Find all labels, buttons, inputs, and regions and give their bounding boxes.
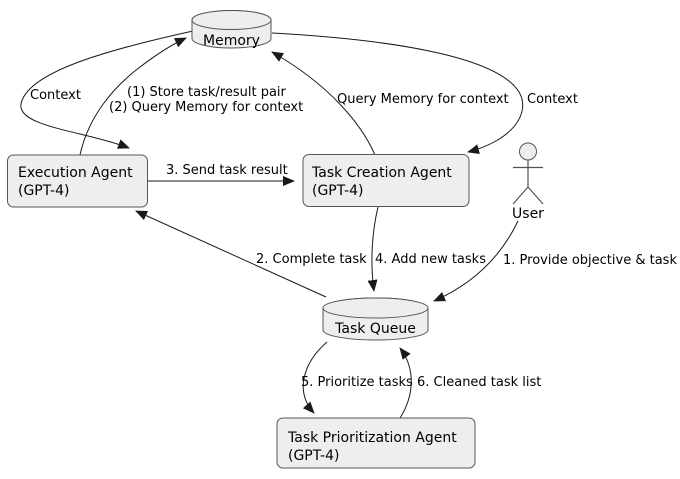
edge-label-complete-task: 2. Complete task <box>256 252 367 267</box>
edge-label-query-memory-line2: (2) Query Memory for context <box>109 100 303 115</box>
execution-agent-title: Execution Agent <box>18 165 133 181</box>
node-task-prioritization-agent: Task Prioritization Agent (GPT-4) <box>276 417 476 469</box>
edge-task-queue-to-prioritization <box>302 341 328 414</box>
task-prioritization-agent-box <box>276 417 476 469</box>
user-label: User <box>512 206 544 222</box>
task-creation-agent-subtitle: (GPT-4) <box>312 183 363 199</box>
edge-memory-to-execution <box>20 30 194 149</box>
task-queue-cylinder-top <box>322 297 429 319</box>
user-actor-left-leg <box>512 186 529 205</box>
user-actor-head-icon <box>519 142 537 161</box>
edge-label-send-task-result: 3. Send task result <box>166 163 288 178</box>
task-creation-agent-box <box>302 154 470 207</box>
edges <box>20 30 524 419</box>
edge-labels: Context (1) Store task/result pair (2) Q… <box>30 85 677 390</box>
node-memory: Memory <box>191 10 272 49</box>
edge-task-creation-to-task-queue <box>367 206 379 292</box>
edge-label-provide-objective: 1. Provide objective & task <box>503 253 677 268</box>
node-task-queue: Task Queue <box>322 297 429 341</box>
edge-memory-to-task-creation <box>271 32 524 155</box>
node-task-creation-agent: Task Creation Agent (GPT-4) <box>302 154 470 207</box>
edge-prioritization-to-task-queue <box>399 347 412 419</box>
edge-label-context-left: Context <box>30 88 81 103</box>
edge-label-query-memory-for-context: Query Memory for context <box>337 92 509 107</box>
edge-task-creation-to-memory <box>271 51 376 156</box>
task-creation-agent-title: Task Creation Agent <box>311 165 452 181</box>
execution-agent-box <box>7 154 148 208</box>
task-queue-label: Task Queue <box>334 321 416 337</box>
edge-label-cleaned-task-list: 6. Cleaned task list <box>417 375 541 390</box>
memory-cylinder-top <box>191 10 272 30</box>
edge-label-context-right: Context <box>527 92 578 107</box>
edge-task-queue-to-execution <box>135 210 327 298</box>
execution-agent-subtitle: (GPT-4) <box>18 183 69 199</box>
edge-label-add-new-tasks: 4. Add new tasks <box>375 252 486 267</box>
edge-user-to-task-queue <box>433 220 519 302</box>
node-user: User <box>512 142 544 222</box>
user-actor-right-leg <box>527 186 544 205</box>
edge-label-store-task-result-pair: (1) Store task/result pair <box>127 85 287 100</box>
task-prioritization-agent-title: Task Prioritization Agent <box>287 430 457 446</box>
edge-label-prioritize-tasks: 5. Prioritize tasks <box>301 375 413 390</box>
node-execution-agent: Execution Agent (GPT-4) <box>7 154 148 208</box>
edge-execution-to-memory <box>79 37 187 156</box>
memory-label: Memory <box>203 33 260 49</box>
task-prioritization-agent-subtitle: (GPT-4) <box>288 448 339 464</box>
